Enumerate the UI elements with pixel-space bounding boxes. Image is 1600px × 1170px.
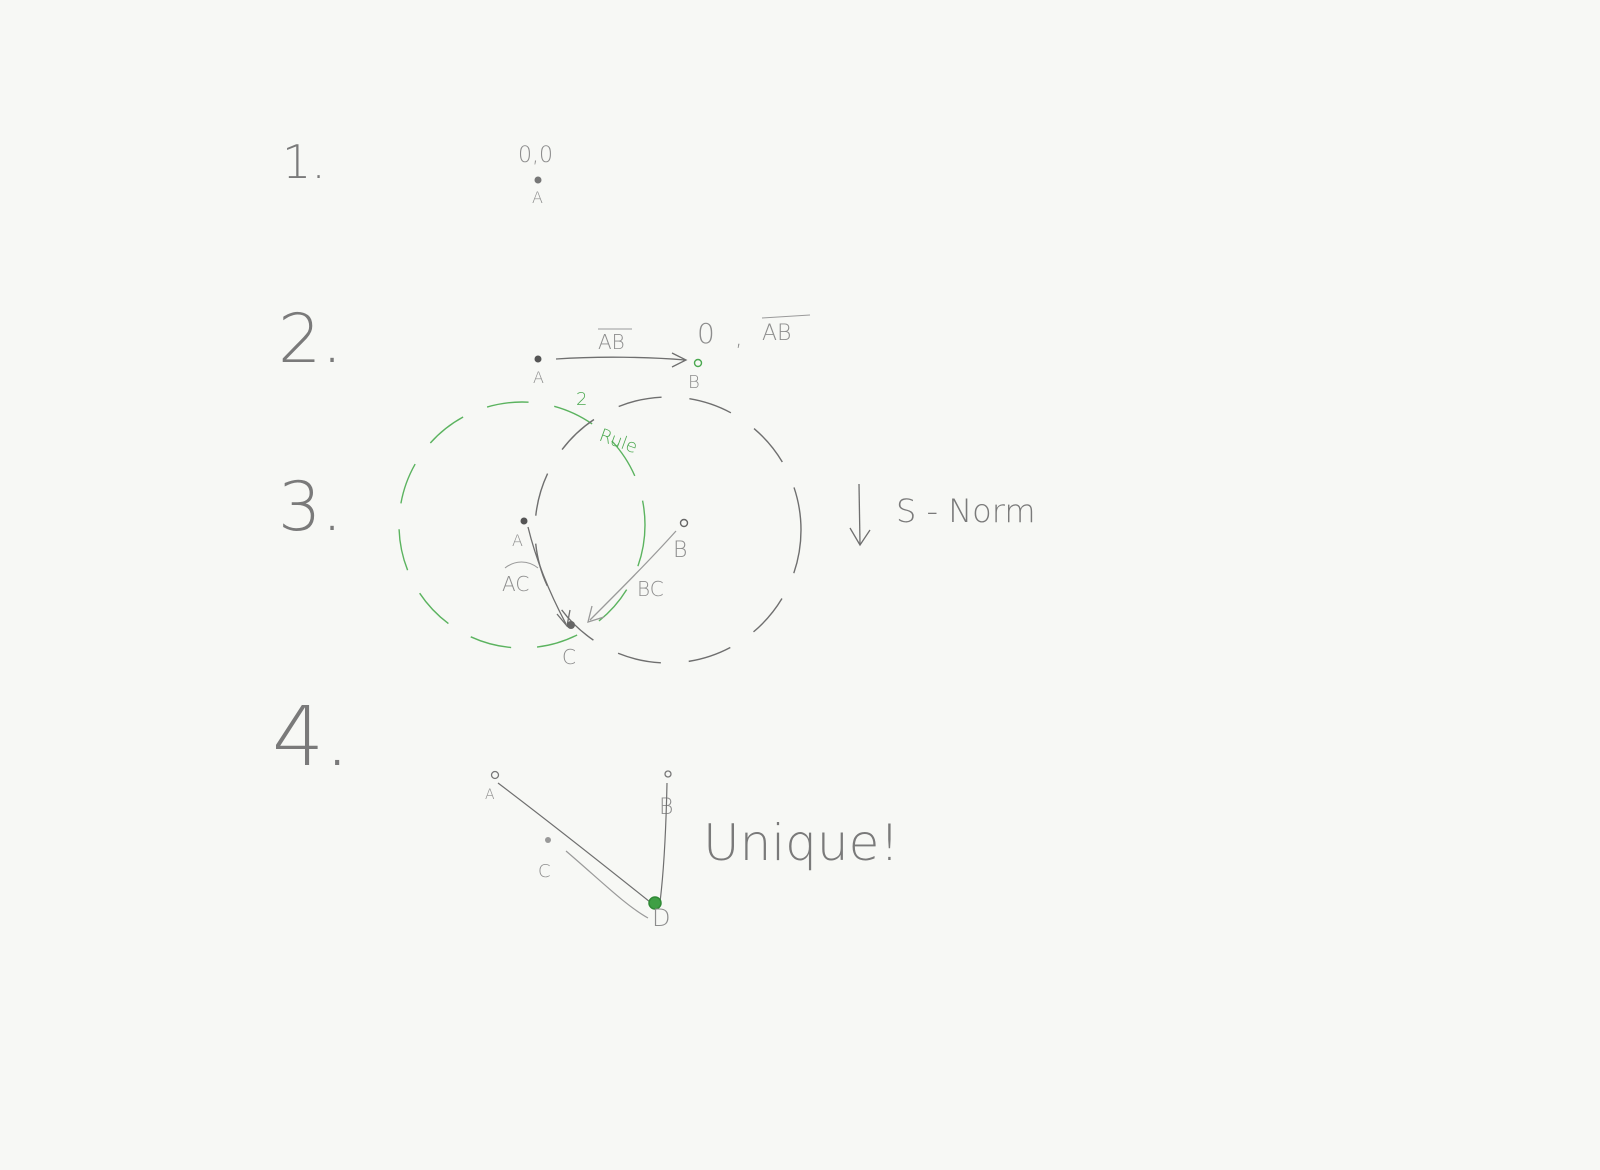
step2-b-coord-bar [761,314,811,319]
step4-point-d-label: D [652,904,670,932]
step2-b-coord-zero: 0 [697,317,715,350]
step2-vector-arrow [555,356,686,361]
step4-point-c-label: C [538,861,551,882]
step3-bc-label: BC [637,577,664,601]
s-norm-note: S - Norm [896,492,1035,530]
unique-conclusion: Unique! [703,814,899,872]
step-number-1: 1. [282,135,326,189]
step4-cd-line [565,850,649,919]
green-radius-circle [398,401,646,649]
step3-ac-bar [504,561,539,569]
gray-radius-circle [534,396,802,664]
step1-group: 0,0 A [518,143,553,207]
step4-point-d [648,896,662,910]
step3-ac-arrowhead [556,609,571,628]
origin-point-label: A [532,188,543,207]
step4-point-a-label: A [485,787,495,803]
step4-bd-line [659,782,668,903]
step3-bc-arrow [589,530,677,621]
step2-point-a-label: A [533,368,544,387]
origin-point [534,176,542,184]
radius-word: Rule [596,425,640,458]
step3-ac-arrow [527,526,567,625]
step4-point-a [490,770,500,780]
step3-point-b-label: B [673,538,687,563]
step2-vector-label: AB [598,330,625,354]
step3-group: 2 Rule A B AC BC C S - Norm [398,389,1035,669]
step2-arrowhead [671,352,688,368]
step2-b-coord-sep: , [735,323,743,351]
step3-bc-arrowhead [587,605,605,623]
origin-label: 0,0 [518,143,553,168]
step3-point-b [679,518,689,528]
step3-point-a [520,517,528,525]
s-norm-arrow [858,483,861,545]
step-number-3: 3. [278,468,343,547]
step3-point-c-label: C [562,645,576,669]
step-number-2: 2. [278,300,343,379]
step4-point-b [664,770,672,778]
step2-point-a [534,355,542,363]
step3-point-a-label: A [512,531,523,550]
step2-group: A AB B 0 , AB [533,314,811,393]
step2-b-coord-vec: AB [762,321,791,346]
step4-group: A B C D Unique! [485,770,899,932]
step4-ad-line [497,782,651,903]
radius-number: 2 [576,389,587,410]
step2-point-b-label: B [688,372,700,393]
s-norm-arrowhead [849,527,871,547]
step3-ac-label: AC [502,572,529,596]
step3-point-c [567,621,575,629]
step2-point-b [693,358,703,368]
step4-point-c [545,837,551,843]
step-number-4: 4. [272,690,350,785]
